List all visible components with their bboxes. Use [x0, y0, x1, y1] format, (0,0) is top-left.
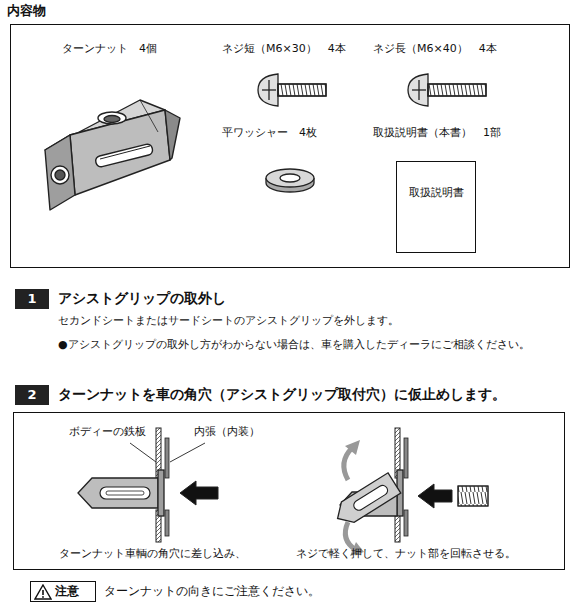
warning-triangle-shape	[35, 585, 51, 599]
warning-triangle	[34, 584, 52, 600]
illustration-frame: ボディーの鉄板 内張（内装） ターンナット車輌の角穴に差し込み、 ネジで軽く押して、ナ…	[13, 412, 565, 570]
step-heading: アシストグリップの取外し	[58, 290, 226, 307]
part-name: 平ワッシャー 4枚	[222, 126, 317, 139]
caution-badge: 注意	[30, 581, 96, 602]
rotate-figure	[331, 428, 488, 556]
turn-nut-figure	[45, 100, 180, 210]
short-screw-figure	[258, 74, 326, 106]
long-screw-figure	[408, 74, 486, 106]
step-number: 2	[15, 385, 49, 405]
contents-frame: 取扱説明書内容物	[10, 24, 570, 268]
step-number-text: 2	[27, 387, 36, 403]
manual-box: 取扱説明書	[396, 161, 476, 253]
caution-word: 注意	[55, 584, 79, 598]
part-name: ターンナット 4個	[62, 42, 157, 55]
step-text: セカンドシートまたはサードシートのアシストグリップを外します。	[58, 314, 399, 327]
part-name: 取扱説明書（本書） 1部	[373, 126, 501, 139]
step-number-text: 1	[27, 291, 36, 307]
step-number: 1	[15, 289, 49, 309]
section-heading: 内容物	[7, 3, 46, 19]
booklet-title: 取扱説明書	[409, 186, 464, 199]
part-name: ネジ短（M6×30） 4本	[222, 42, 346, 55]
insert-figure	[78, 428, 218, 542]
warning-dot	[42, 596, 44, 598]
note-text: ●アシストグリップの取外し方がわからない場合は、車を購入したディーラにご相談くだ…	[58, 338, 530, 351]
step-heading: ターンナットを車の角穴（アシストグリップ取付穴）に仮止めします。	[58, 386, 506, 403]
figure-caption: ターンナット車輌の角穴に差し込み、	[59, 547, 246, 560]
part-label: ボディーの鉄板	[69, 425, 146, 438]
washer-figure	[266, 169, 314, 192]
caution-text: ターンナットの向きにご注意ください。	[104, 584, 320, 598]
part-name: ネジ長（M6×40） 4本	[373, 42, 497, 55]
warning-mark	[42, 590, 44, 595]
figure-caption: ネジで軽く押して、ナット部を回転させる。	[296, 547, 516, 560]
part-label: 内張（内装）	[194, 425, 260, 438]
